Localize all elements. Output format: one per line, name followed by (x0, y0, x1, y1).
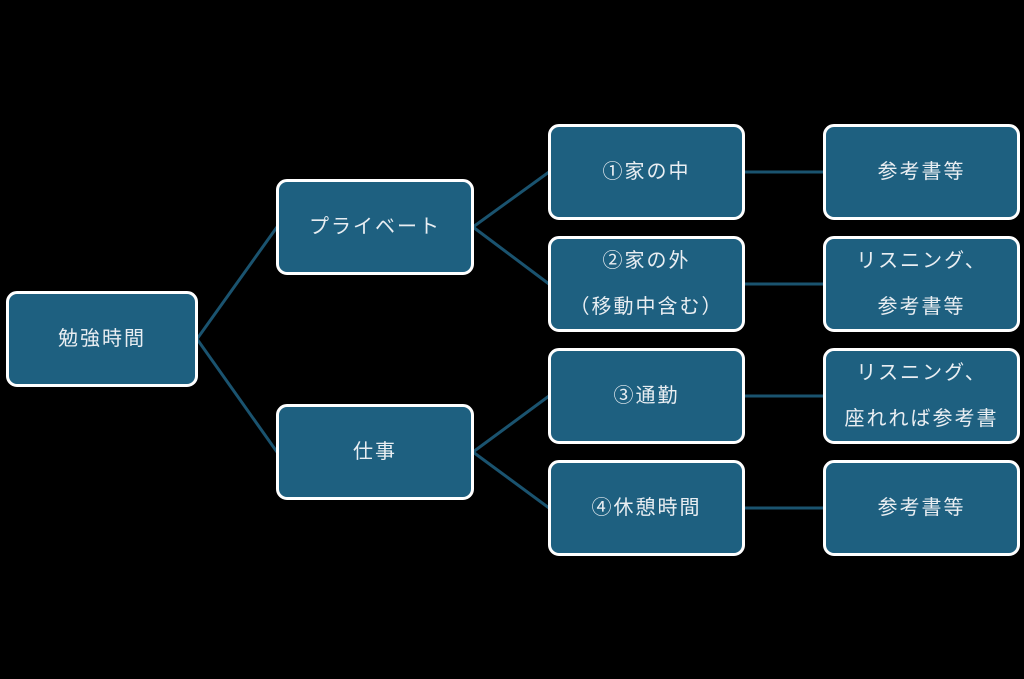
node-label: ④休憩時間 (591, 497, 702, 519)
node-label-line2: 座れれば参考書 (844, 408, 999, 430)
node-work: 仕事 (276, 404, 474, 500)
node-label: ②家の外 (602, 250, 691, 272)
node-label: リスニング、 (856, 250, 987, 272)
connector-work-commute (472, 394, 550, 454)
node-private: プライベート (276, 179, 474, 275)
node-listening-if-seated: リスニング、 座れれば参考書 (823, 348, 1020, 444)
node-break-time: ④休憩時間 (548, 460, 745, 556)
node-home-inside: ①家の中 (548, 124, 745, 220)
node-home-outside: ②家の外 （移動中含む） (548, 236, 745, 332)
node-label: 勉強時間 (58, 328, 146, 350)
node-reference-books-bottom: 参考書等 (823, 460, 1020, 556)
connector-private-home-inside (472, 170, 550, 229)
node-label: 仕事 (353, 441, 397, 463)
node-label-line2: （移動中含む） (569, 296, 724, 318)
node-label: プライベート (309, 216, 441, 238)
connector-private-home-outside (472, 225, 550, 286)
node-label: 参考書等 (877, 161, 966, 183)
node-reference-books-top: 参考書等 (823, 124, 1020, 220)
connector-root-work (195, 338, 279, 453)
node-study-time: 勉強時間 (6, 291, 198, 387)
connector-root-private (195, 226, 279, 340)
node-listening-reference-books: リスニング、 参考書等 (823, 236, 1020, 332)
node-commute: ③通勤 (548, 348, 745, 444)
node-label: ③通勤 (613, 385, 680, 407)
node-label: ①家の中 (602, 161, 691, 183)
node-label: 参考書等 (877, 497, 966, 519)
connector-work-break (472, 450, 550, 510)
node-label-line2: 参考書等 (877, 296, 966, 318)
node-label: リスニング、 (856, 362, 987, 384)
